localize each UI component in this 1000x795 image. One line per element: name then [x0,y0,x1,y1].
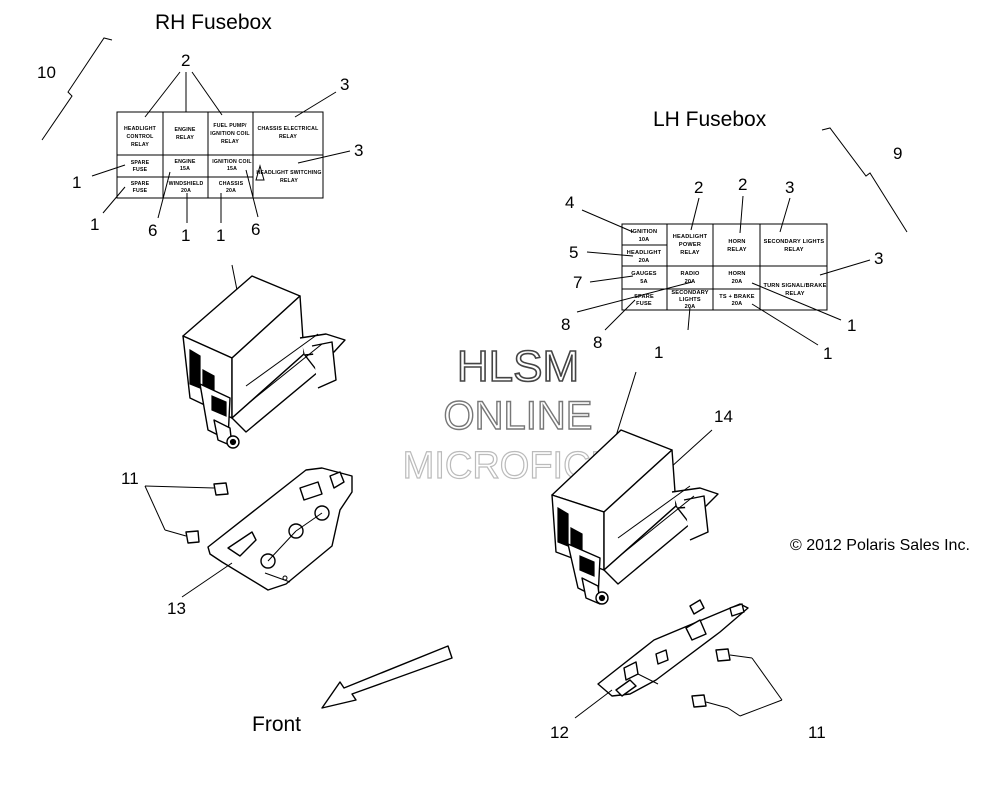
lh-cell-text: RELAY [727,247,747,253]
front-label: Front [252,713,301,736]
lh-cell-text: SPARE [634,294,654,300]
callout-number: 3 [785,178,794,197]
callout-number: 5 [569,243,578,262]
rh-callouts: 10 2 3 3 1 1 6 1 1 6 [37,37,363,245]
lh-cell-text: 20A [685,279,696,285]
rh-cell-text: SPARE [131,181,150,187]
lh-cell-text: 10A [639,237,650,243]
callout-number: 1 [90,215,99,234]
lh-cell-text: TURN SIGNAL/BRAKE [763,283,826,289]
lh-cell-text: LIGHTS [679,297,701,303]
lh-cell-text: SECONDARY [671,290,708,296]
rh-cell-text: RELAY [280,178,298,184]
callout-number: 6 [148,221,157,240]
rh-cell-text: ENGINE [174,127,195,133]
lh-cell-text: TS + BRAKE [719,294,754,300]
callout-number: 1 [181,226,190,245]
rh-fusebox-title: RH Fusebox [155,11,272,34]
lh-cell-text: HORN [728,239,745,245]
callout-number: 11 [121,469,139,488]
callout-number: 13 [167,599,186,618]
rh-cell-text: FUSE [133,188,148,194]
callout-number: 1 [216,226,225,245]
lh-cell-text: 20A [732,301,743,307]
callout-number: 1 [654,343,663,362]
rh-cell-text: 15A [180,166,190,172]
rh-cell-text: SPARE [131,160,150,166]
callout-number: 3 [340,75,349,94]
lh-cell-text: HEADLIGHT [673,234,708,240]
lh-fusebox-grid: IGNITION 10A HEADLIGHT POWER RELAY HORN … [621,223,828,311]
lh-cell-text: RELAY [784,247,804,253]
rh-cell-text: CHASSIS ELECTRICAL [258,126,320,132]
rh-cell-text: CHASSIS [219,181,244,187]
rh-cell-text: 20A [181,188,191,194]
lh-cell-text: RELAY [785,291,805,297]
lh-cell-text: POWER [679,242,701,248]
callout-number: 8 [561,315,570,334]
lh-cell-text: SECONDARY LIGHTS [764,239,825,245]
callout-number: 3 [354,141,363,160]
callout-number: 4 [565,193,574,212]
rh-bracket-part: 11 13 [121,467,353,618]
callout-number: 12 [550,723,569,742]
callout-number: 1 [823,344,832,363]
rh-cell-text: RELAY [131,142,149,148]
rh-cell-text: IGNITION COIL [210,131,250,137]
lh-callouts: 9 4 2 2 3 5 7 3 8 8 1 1 1 [561,127,908,363]
callout-number: 3 [874,249,883,268]
rh-cell-text: RELAY [221,139,239,145]
watermark-line-2: ONLINE [444,394,593,438]
rh-cell-text: HEADLIGHT [124,126,157,132]
rh-cell-text: 20A [226,188,236,194]
rh-cell-text: FUEL PUMP/ [213,123,247,129]
lh-cell-text: 20A [639,258,650,264]
rh-cell-text: CONTROL [126,134,154,140]
callout-number: 10 [37,63,56,82]
callout-number: 7 [573,273,582,292]
lh-fusebox-title: LH Fusebox [653,108,767,131]
lh-cell-text: RELAY [680,250,700,256]
callout-number: 8 [593,333,602,352]
callout-number: 14 [714,407,733,426]
lh-cell-text: GAUGES [631,271,657,277]
lh-fusebox-part: 14 [551,371,733,605]
callout-number: 1 [847,316,856,335]
rh-fusebox-grid: HEADLIGHT CONTROL RELAY ENGINE RELAY FUE… [116,111,324,199]
rh-cell-text: RELAY [176,135,194,141]
callout-number: 2 [694,178,703,197]
lh-cell-text: 20A [732,279,743,285]
rh-cell-text: HEADLIGHT SWITCHING [256,170,321,176]
rh-cell-text: IGNITION COIL [212,159,252,165]
rh-cell-text: FUSE [133,167,148,173]
copyright-text: © 2012 Polaris Sales Inc. [790,537,970,554]
callout-number: 9 [893,144,902,163]
lh-cell-text: 5A [640,279,648,285]
lh-bracket-part: 12 11 [550,599,826,742]
rh-cell-text: 15A [227,166,237,172]
watermark-line-1: HLSM [457,342,579,391]
rh-fusebox-part [182,264,346,449]
callout-number: 2 [738,175,747,194]
rh-cell-text: ENGINE [174,159,195,165]
callout-number: 2 [181,51,190,70]
front-arrow-icon [321,645,453,709]
lh-cell-text: FUSE [636,301,652,307]
callout-number: 1 [72,173,81,192]
callout-number: 6 [251,220,260,239]
rh-cell-text: WINDSHIELD [169,181,204,187]
lh-cell-text: RADIO [680,271,699,277]
callout-number: 11 [808,723,826,742]
lh-cell-text: HORN [728,271,745,277]
lh-cell-text: IGNITION [631,229,657,235]
rh-cell-text: RELAY [279,134,297,140]
lh-cell-text: HEADLIGHT [627,250,662,256]
